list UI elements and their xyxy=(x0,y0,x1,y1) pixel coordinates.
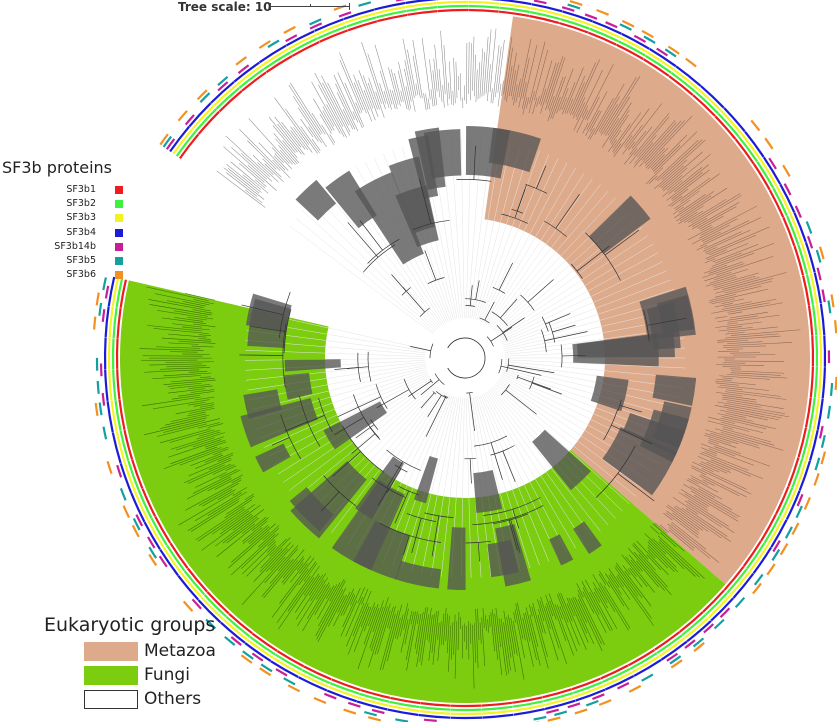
internal-branches xyxy=(239,126,697,590)
group-legend-label: Metazoa xyxy=(144,641,216,661)
sf3b-legend-label: SF3b6 xyxy=(66,269,96,281)
sf3b-legend-label: SF3b2 xyxy=(66,198,96,210)
sf3b-legend-item: SF3b4 xyxy=(2,227,124,241)
sf3b-rings xyxy=(93,0,837,722)
sf3b-legend-item: SF3b3 xyxy=(2,212,124,226)
sf3b-legend-item: SF3b5 xyxy=(2,255,124,269)
sf3b-legend-label: SF3b4 xyxy=(66,226,96,238)
sf3b-legend-swatch xyxy=(115,256,123,265)
group-legend-item: Fungi xyxy=(44,664,215,688)
sf3b-legend-swatch xyxy=(115,200,123,209)
group-shading xyxy=(119,16,811,704)
sf3b-legend-title: SF3b proteins xyxy=(2,158,112,177)
sf3b-legend-item: SF3b2 xyxy=(2,198,124,212)
sf3b-legend-label: SF3b14b xyxy=(54,240,96,252)
sf3b-legend-item: SF3b6 xyxy=(2,269,124,283)
sf3b-legend-swatch xyxy=(115,228,123,237)
group-legend-swatch xyxy=(84,690,138,709)
group-legend-label: Others xyxy=(144,689,202,709)
group-legend-label: Fungi xyxy=(144,665,190,685)
sf3b-legend-swatch xyxy=(115,214,123,223)
group-legend-item: Metazoa xyxy=(44,640,216,664)
groups-legend-title: Eukaryotic groups xyxy=(44,614,216,636)
leaf-branches xyxy=(139,28,801,689)
group-legend-swatch xyxy=(84,666,138,685)
sf3b-legend-swatch xyxy=(115,242,123,251)
tree-scale-label: Tree scale: 10 xyxy=(178,0,272,14)
tree-scale-bar xyxy=(270,3,350,10)
sf3b-legend-item: SF3b14b xyxy=(2,241,124,255)
sf3b-legend-label: SF3b1 xyxy=(66,184,96,195)
sf3b-legend-item: SF3b1 xyxy=(2,184,124,198)
sf3b-legend-swatch xyxy=(115,186,123,194)
group-legend-swatch xyxy=(84,642,138,661)
sf3b-legend-label: SF3b3 xyxy=(66,212,96,224)
group-legend-item: Others xyxy=(44,688,215,712)
sf3b-legend-label: SF3b5 xyxy=(66,254,96,266)
sf3b-legend-swatch xyxy=(115,271,123,280)
